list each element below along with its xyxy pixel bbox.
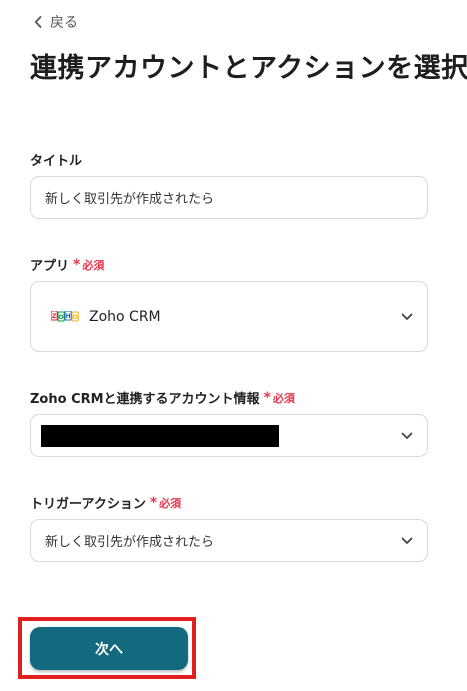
- next-button[interactable]: 次へ: [30, 627, 188, 670]
- zoho-logo-tile: Z: [51, 311, 58, 321]
- required-mark: *: [149, 494, 158, 511]
- zoho-logo-tile: O: [57, 311, 65, 322]
- zoho-logo-tile: H: [64, 311, 72, 321]
- chevron-left-icon: [34, 16, 42, 28]
- zoho-logo-tile: O: [71, 311, 79, 322]
- account-field-label: Zoho CRMと連携するアカウント情報 * 必須: [30, 389, 295, 408]
- required-mark: *: [263, 389, 271, 406]
- action-field-label: トリガーアクション * 必須: [30, 494, 182, 513]
- title-field[interactable]: [30, 176, 428, 219]
- action-value: 新しく取引先が作成されたら: [45, 535, 215, 550]
- required-text: 必須: [82, 258, 105, 272]
- required-text: 必須: [159, 496, 182, 510]
- chevron-down-icon: [401, 537, 413, 544]
- title-input[interactable]: [31, 190, 427, 205]
- app-field-label: アプリ * 必須: [30, 256, 105, 275]
- back-label: 戻る: [50, 15, 78, 31]
- page-title: 連携アカウントとアクションを選択: [30, 53, 467, 84]
- svg-text:H: H: [66, 313, 71, 320]
- redacted-account-value: [41, 425, 279, 447]
- svg-text:O: O: [73, 314, 78, 321]
- chevron-down-icon: [401, 432, 413, 439]
- account-select[interactable]: [30, 414, 428, 457]
- svg-text:Z: Z: [52, 313, 57, 320]
- required-mark: *: [73, 256, 81, 273]
- action-select[interactable]: 新しく取引先が作成されたら: [30, 519, 428, 562]
- app-name: Zoho CRM: [89, 308, 161, 325]
- svg-text:O: O: [59, 314, 64, 321]
- back-link[interactable]: 戻る: [34, 12, 78, 32]
- required-text: 必須: [272, 391, 295, 405]
- title-field-label: タイトル: [30, 154, 83, 169]
- highlight-box: [18, 617, 196, 679]
- chevron-down-icon: [401, 313, 413, 320]
